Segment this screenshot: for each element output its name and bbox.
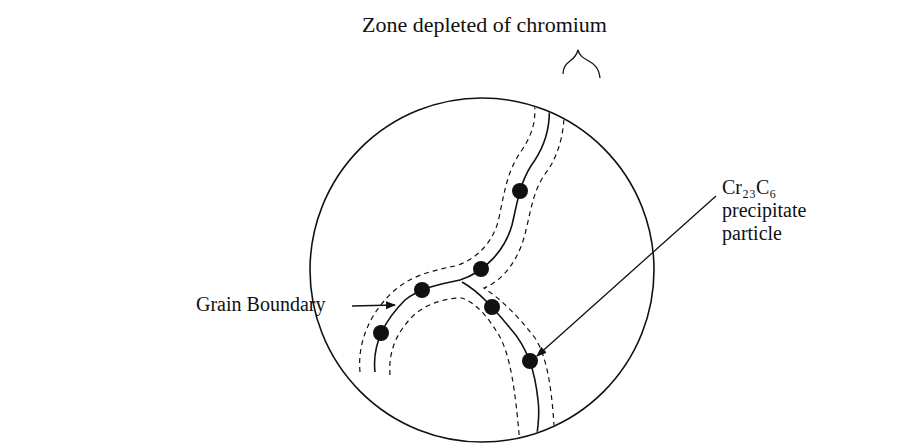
depleted-zone-edge: [360, 95, 535, 372]
grain-boundary-line: [462, 282, 539, 445]
leader-arrow: [537, 196, 716, 356]
part-label: Grain Boundary: [196, 293, 325, 316]
part-label: Cr₂₃C₆ precipitate particle: [722, 176, 834, 245]
precipitate-particle: [473, 261, 489, 277]
zone-label: Zone depleted of chromium: [362, 12, 607, 37]
precipitate-particle: [373, 325, 389, 341]
view-circle: [310, 98, 654, 442]
precipitate-particle: [512, 183, 528, 199]
precipitate-dots: [373, 183, 538, 369]
zone-brace: [563, 50, 600, 78]
depleted-zone-edge: [390, 298, 520, 445]
precipitate-particle: [522, 353, 538, 369]
precipitate-particle: [414, 282, 430, 298]
precipitate-particle: [484, 299, 500, 315]
grain-structure: [360, 95, 565, 445]
depleted-zone-edge: [484, 95, 564, 445]
leader-arrow: [352, 305, 395, 306]
